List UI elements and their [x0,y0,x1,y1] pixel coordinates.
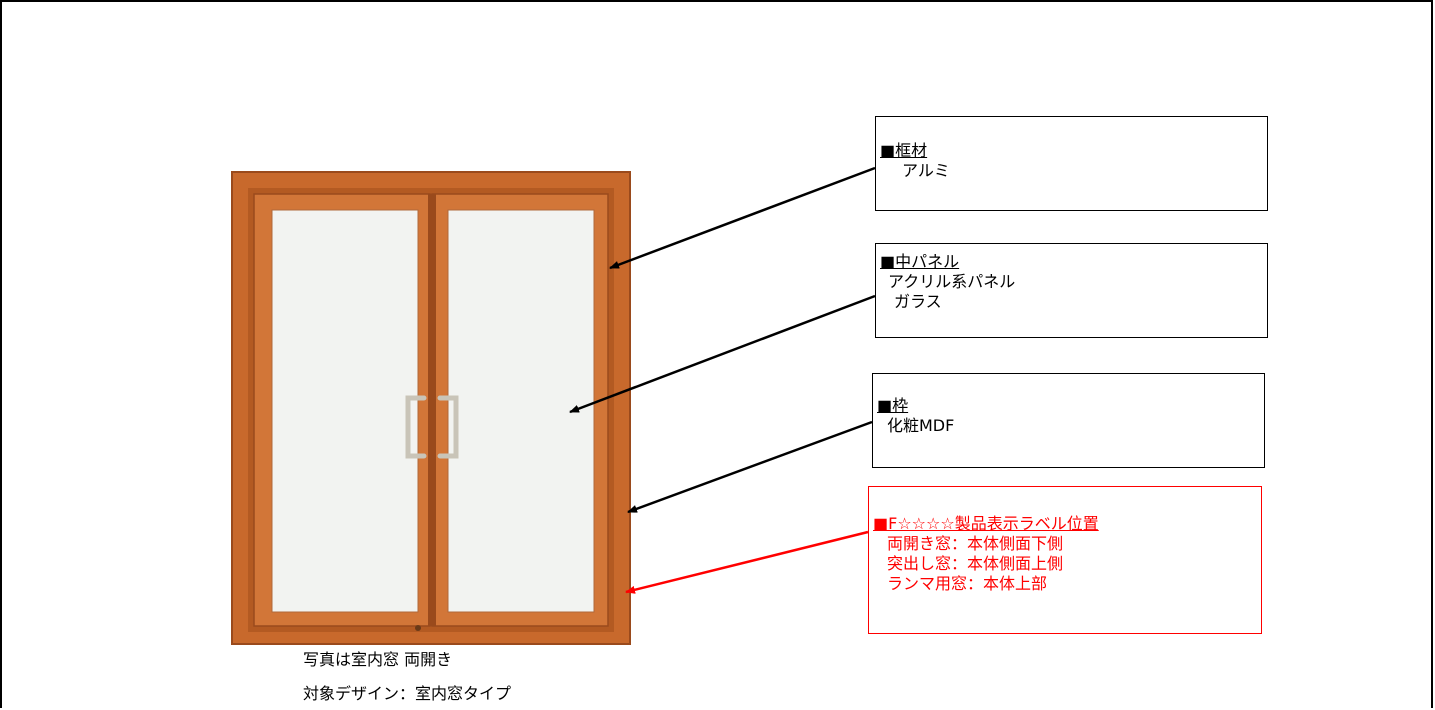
right-handle [437,395,459,459]
callout-line: アルミ [902,161,950,180]
bottom-latch [415,625,421,631]
callout-line: アクリル系パネル [888,272,1016,291]
callout-line: ガラス [894,292,942,311]
callout-center-panel: ■中パネル アクリル系パネル ガラス [875,243,1268,338]
callout-frame-material: ■框材 アルミ [875,116,1268,211]
arrow-center-panel [569,294,876,414]
photo-note: 写真は室内窓 両開き [303,650,453,669]
center-stile [428,194,436,626]
target-design: 対象デザイン：室内窓タイプ [303,684,512,703]
callout-line: 化粧MDF [887,416,955,435]
callout-line: 突出し窓：本体側面上側 [887,554,1064,573]
left-glass-panel [271,209,419,613]
callout-heading: ■F☆☆☆☆製品表示ラベル位置 [873,514,1099,533]
callout-label-position: ■F☆☆☆☆製品表示ラベル位置 両開き窓：本体側面下側 突出し窓：本体側面上側 … [868,486,1262,634]
callout-line: ランマ用窓：本体上部 [887,574,1048,593]
callout-heading: ■框材 [880,141,928,160]
arrow-outer-frame [627,420,873,514]
arrow-label-position [625,530,869,594]
callout-line: 両開き窓：本体側面下側 [887,534,1064,553]
arrow-frame-material [609,166,876,270]
callout-heading: ■中パネル [880,252,960,271]
callout-heading: ■枠 [877,396,909,415]
callout-outer-frame: ■枠 化粧MDF [872,373,1265,468]
left-handle [405,395,427,459]
